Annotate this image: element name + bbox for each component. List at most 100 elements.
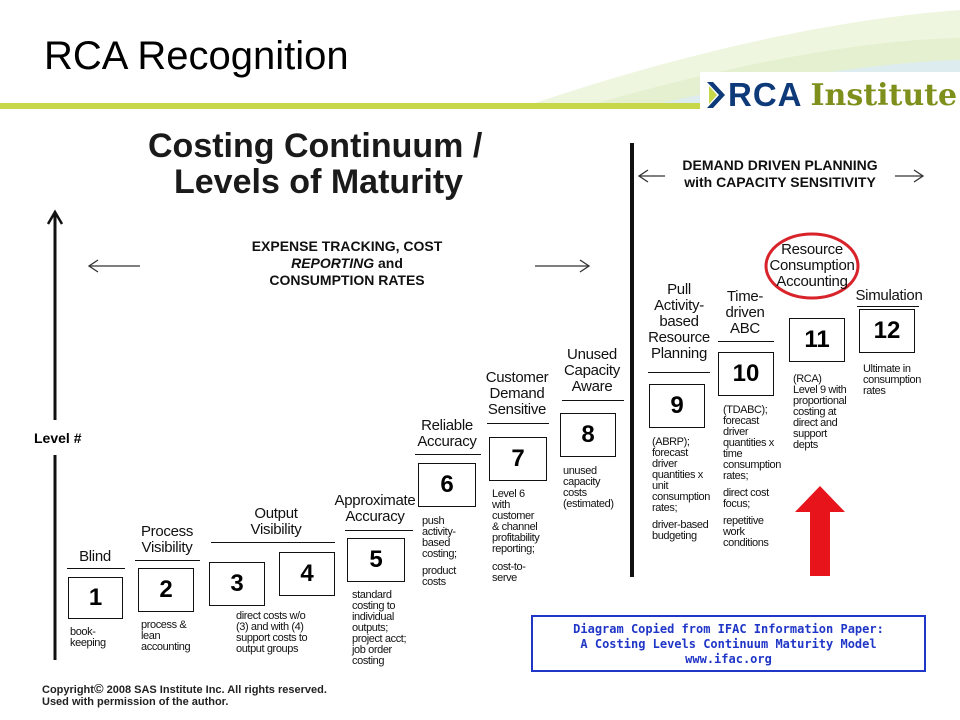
level-9-label-line: Planning bbox=[651, 345, 707, 362]
level-9-note-line: unit bbox=[652, 480, 669, 492]
level-9-label-line: Pull bbox=[667, 281, 691, 298]
level-6-note-line: costs bbox=[422, 576, 446, 588]
level-5-note-line: costing to bbox=[352, 600, 396, 612]
output-visibility-label-line: Visibility bbox=[250, 521, 302, 538]
level-11-note-line: costing at bbox=[793, 406, 837, 418]
level-6-note-line: activity- bbox=[422, 526, 456, 538]
level-10-note-line: direct cost bbox=[723, 487, 769, 499]
level-5-label-line: Accuracy bbox=[345, 508, 405, 525]
level-12-note-line: consumption bbox=[863, 374, 921, 386]
level-11-note-line: depts bbox=[793, 439, 818, 451]
axis-label-level: Level # bbox=[34, 430, 82, 446]
level-12-underline bbox=[857, 306, 919, 307]
level-2-underline bbox=[135, 560, 200, 561]
level-1-note-line: book- bbox=[70, 626, 96, 638]
output-visibility-note-line: support costs to bbox=[236, 632, 308, 644]
red-up-arrow-icon bbox=[795, 486, 845, 576]
level-10-label-line: ABC bbox=[730, 320, 760, 337]
level-6-note-line: costing; bbox=[422, 548, 457, 560]
level-8-note: unused capacity costs (estimated) bbox=[563, 466, 614, 510]
output-visibility-note-line: output groups bbox=[236, 643, 299, 655]
level-2-note: process & lean accounting bbox=[141, 620, 191, 653]
right-heading-line2: with CAPACITY SENSITIVITY bbox=[684, 174, 876, 190]
level-7-note: Level 6 with customer & channel profitab… bbox=[492, 489, 540, 584]
level-5-note-line: project acct; bbox=[352, 633, 407, 645]
logo-sub-text: Institute bbox=[810, 77, 958, 113]
level-10-note-line: focus; bbox=[723, 498, 750, 510]
level-8-note-line: costs bbox=[563, 487, 587, 499]
level-2-label-line: Visibility bbox=[141, 539, 193, 556]
level-2-label-line: Process bbox=[140, 523, 194, 540]
level-5-note-line: outputs; bbox=[352, 622, 388, 634]
level-6-note-line: product bbox=[422, 565, 456, 577]
right-section-heading: DEMAND DRIVEN PLANNING with CAPACITY SEN… bbox=[660, 157, 900, 191]
level-10-note: (TDABC); forecast driver quantities x ti… bbox=[723, 405, 781, 549]
level-5-note-line: standard bbox=[352, 589, 392, 601]
logo-chevron-icon bbox=[707, 82, 725, 108]
level-6-note-line: based bbox=[422, 537, 450, 549]
level-5-note-line: job order bbox=[352, 644, 392, 656]
level-5-note: standard costing to individual outputs; … bbox=[352, 589, 407, 667]
level-10-note-line: rates; bbox=[723, 470, 749, 482]
level-11-note: (RCA) Level 9 with proportional costing … bbox=[793, 373, 847, 451]
level-1-label: Blind bbox=[66, 549, 124, 565]
diagram-title-line1: Costing Continuum / bbox=[148, 127, 483, 165]
citation-line-1: Diagram Copied from IFAC Information Pap… bbox=[573, 622, 884, 636]
level-2-label: Process Visibility bbox=[132, 524, 202, 556]
level-9-underline bbox=[648, 372, 710, 373]
level-11-label-line: Accounting bbox=[776, 273, 848, 290]
citation-line-3: www.ifac.org bbox=[685, 652, 772, 666]
level-10-underline bbox=[718, 341, 774, 342]
level-10-note-line: driver bbox=[723, 426, 749, 438]
level-7-note-line: customer bbox=[492, 510, 535, 522]
level-10-note-line: quantities x bbox=[723, 437, 774, 449]
copyright-word: Copyright bbox=[42, 684, 94, 696]
level-8-note-line: capacity bbox=[563, 476, 601, 488]
level-9-note-line: driver-based bbox=[652, 519, 709, 531]
header-underline bbox=[0, 103, 700, 109]
level-10-note-line: conditions bbox=[723, 537, 769, 549]
left-section-heading: EXPENSE TRACKING, COST REPORTING and CON… bbox=[222, 238, 472, 289]
level-9-note-line: rates; bbox=[652, 502, 678, 514]
level-1-label-line: Blind bbox=[79, 548, 111, 565]
level-5-note-line: individual bbox=[352, 611, 394, 623]
left-heading-line1: EXPENSE TRACKING, COST bbox=[251, 238, 443, 254]
level-9-note-line: driver bbox=[652, 458, 678, 470]
left-heading-left-arrow bbox=[87, 259, 140, 273]
level-8-note-line: (estimated) bbox=[563, 498, 614, 510]
level-2-box: 2 bbox=[138, 568, 194, 612]
level-11-note-line: (RCA) bbox=[793, 373, 822, 385]
level-2-note-line: lean bbox=[141, 630, 161, 642]
level-6-note: push activity- based costing; product co… bbox=[422, 516, 457, 588]
level-11-label-line: Resource bbox=[781, 241, 843, 258]
level-6-label-line: Reliable bbox=[421, 417, 473, 434]
level-7-label-line: Demand bbox=[489, 385, 545, 402]
level-11-box: 11 bbox=[789, 318, 845, 362]
level-12-label: Simulation bbox=[852, 288, 926, 304]
level-10-note-line: work bbox=[723, 526, 745, 538]
level-11-note-line: support bbox=[793, 428, 827, 440]
level-5-box: 5 bbox=[347, 538, 405, 582]
level-8-label-line: Capacity bbox=[564, 362, 620, 379]
level-9-note-line: consumption bbox=[652, 491, 710, 503]
right-heading-line1: DEMAND DRIVEN PLANNING bbox=[682, 157, 878, 173]
level-7-label-line: Customer bbox=[485, 369, 549, 386]
copyright-line-2: Used with permission of the author. bbox=[42, 696, 229, 708]
level-8-label-line: Unused bbox=[567, 346, 617, 363]
level-8-underline bbox=[562, 400, 624, 401]
level-7-box: 7 bbox=[489, 437, 547, 481]
left-heading-line2-rest: and bbox=[374, 255, 403, 271]
level-9-note-line: forecast bbox=[652, 447, 688, 459]
level-11-note-line: proportional bbox=[793, 395, 847, 407]
level-11-label: Resource Consumption Accounting bbox=[764, 242, 860, 290]
level-12-note: Ultimate in consumption rates bbox=[863, 364, 921, 397]
level-9-note-line: quantities x bbox=[652, 469, 703, 481]
citation-line-2: A Costing Levels Continuum Maturity Mode… bbox=[580, 637, 877, 651]
level-4-box: 4 bbox=[279, 552, 335, 596]
level-1-box: 1 bbox=[68, 577, 123, 619]
level-10-label: Time- driven ABC bbox=[712, 289, 778, 337]
copyright-rest: 2008 SAS Institute Inc. All rights reser… bbox=[106, 684, 327, 696]
level-7-note-line: reporting; bbox=[492, 543, 535, 555]
citation-box: Diagram Copied from IFAC Information Pap… bbox=[531, 615, 926, 672]
level-7-underline bbox=[487, 423, 549, 424]
